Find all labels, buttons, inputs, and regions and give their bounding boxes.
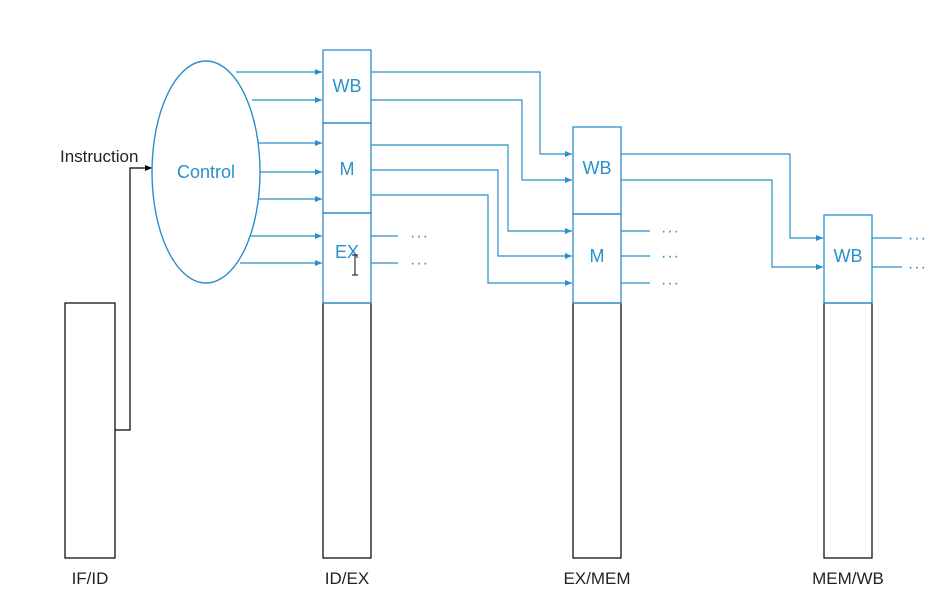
ellipsis-ex-mem-2: ··· <box>661 248 680 265</box>
text-cursor-icon <box>352 254 358 276</box>
ellipsis-id-ex-1: ··· <box>410 228 429 245</box>
ellipsis-ex-mem-3: ··· <box>661 275 680 292</box>
outgoing-stubs <box>371 230 902 284</box>
ellipsis-mem-wb-2: ··· <box>908 259 927 276</box>
ex-mem-register <box>572 302 622 559</box>
mem-wb-control-field <box>823 214 873 304</box>
mem-wb-register <box>823 302 873 559</box>
if-id-register <box>64 302 116 559</box>
mem-wb-wb-label: WB <box>834 246 863 266</box>
id-ex-label: ID/EX <box>325 569 369 588</box>
id-ex-ex-label: EX <box>335 242 359 262</box>
ex-mem-wb-label: WB <box>583 158 612 178</box>
ex-mem-label: EX/MEM <box>563 569 630 588</box>
id-ex-wb-label: WB <box>333 76 362 96</box>
id-ex-to-ex-mem-wires <box>371 71 572 286</box>
ellipsis-mem-wb-1: ··· <box>908 230 927 247</box>
control-output-wires <box>236 69 322 266</box>
mem-wb-label: MEM/WB <box>812 569 884 588</box>
id-ex-register <box>322 302 372 559</box>
ex-mem-control-fields <box>572 126 622 304</box>
id-ex-control-fields <box>322 49 372 304</box>
id-ex-m-label: M <box>340 159 355 179</box>
instruction-wire <box>115 165 152 431</box>
ellipsis-id-ex-2: ··· <box>410 255 429 272</box>
control-label: Control <box>177 162 235 182</box>
ex-mem-to-mem-wb-wires <box>621 153 823 270</box>
instruction-label: Instruction <box>60 147 138 166</box>
ex-mem-m-label: M <box>590 246 605 266</box>
if-id-label: IF/ID <box>72 569 109 588</box>
ellipsis-ex-mem-1: ··· <box>661 223 680 240</box>
